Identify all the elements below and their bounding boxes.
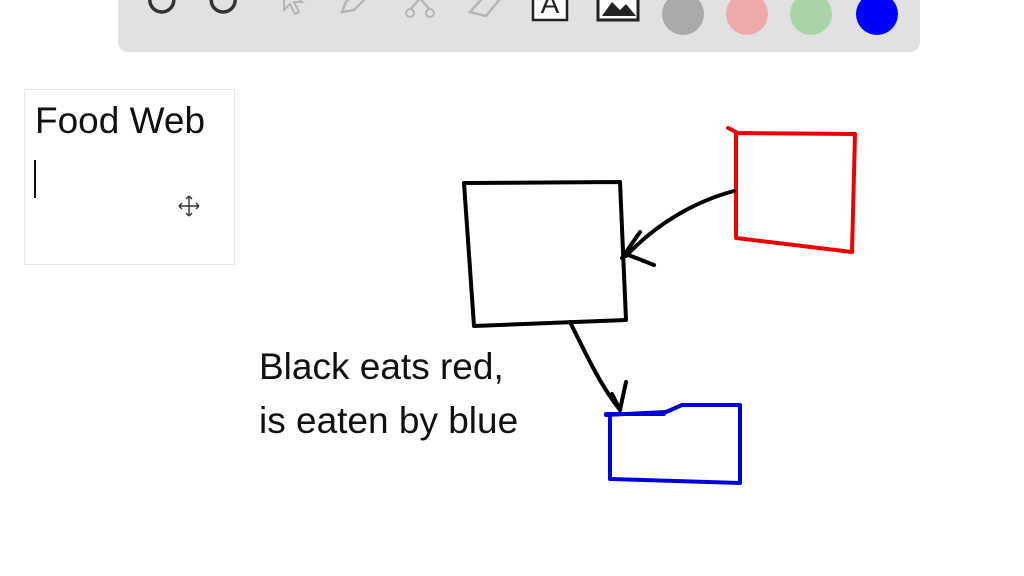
arrow-black-to-blue [568, 320, 628, 412]
blue-box [604, 403, 742, 485]
select-button[interactable] [270, 0, 314, 24]
text-tool-button[interactable]: A [528, 0, 572, 24]
eraser-button[interactable] [464, 0, 508, 24]
eraser-icon [467, 0, 501, 18]
red-box [726, 126, 857, 254]
annotation-line-2: is eaten by blue [259, 400, 519, 441]
image-icon [596, 0, 640, 22]
pen-icon [340, 0, 366, 14]
color-swatch-blue[interactable] [856, 0, 898, 35]
text-tool-glyph: A [541, 0, 560, 19]
pen-button[interactable] [334, 0, 378, 24]
arrow-red-to-black [620, 189, 736, 267]
text-caret [34, 160, 36, 198]
annotation-line-1: Black eats red, [259, 346, 504, 387]
black-box [462, 180, 628, 328]
cut-button[interactable] [398, 0, 442, 24]
color-swatch-gray[interactable] [662, 0, 704, 35]
scissors-icon [405, 0, 435, 18]
text-tool-icon: A [531, 0, 569, 22]
text-box-title: Food Web [35, 100, 206, 141]
annotation-text: Black eats red, is eaten by blue [259, 340, 518, 448]
toolbar: A [118, 0, 920, 52]
text-box[interactable]: Food Web [24, 89, 235, 265]
color-swatch-green[interactable] [790, 0, 832, 35]
color-swatch-pink[interactable] [726, 0, 768, 35]
redo-icon [209, 0, 237, 14]
undo-icon [148, 0, 176, 14]
undo-button[interactable] [138, 0, 182, 24]
move-icon[interactable] [177, 194, 201, 218]
redo-button[interactable] [203, 0, 247, 24]
image-button[interactable] [596, 0, 640, 24]
select-arrow-icon [283, 0, 305, 16]
